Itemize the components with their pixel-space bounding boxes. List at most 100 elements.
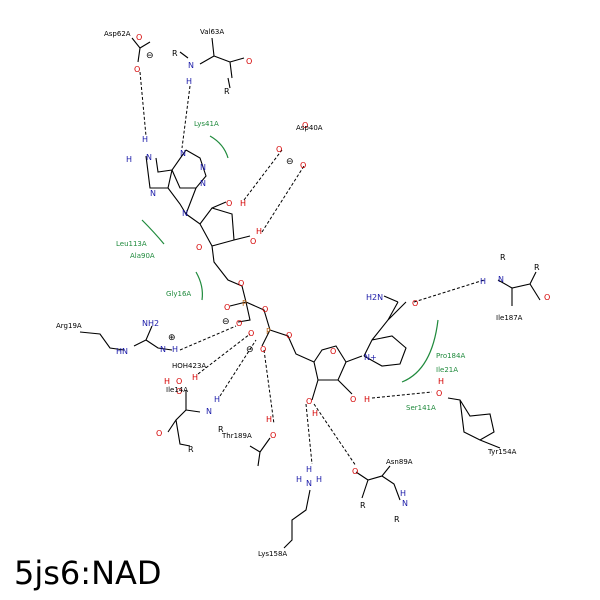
atom-o: O xyxy=(302,121,308,130)
atom-n: N xyxy=(188,61,194,70)
atom-n: N xyxy=(160,345,166,354)
hbond xyxy=(243,149,283,201)
hbond xyxy=(313,403,357,467)
bond xyxy=(355,465,401,501)
atom-h: H xyxy=(164,377,170,386)
atom-n: N xyxy=(206,407,212,416)
bond xyxy=(311,345,363,401)
residue-label-ala90: Ala90A xyxy=(130,252,155,260)
bond xyxy=(283,489,311,549)
atom-r: R xyxy=(224,87,230,96)
residue-label-hoh423: HOH423A xyxy=(172,362,206,370)
charge-minus: ⊖ xyxy=(222,317,230,327)
bond xyxy=(145,149,207,216)
bond xyxy=(131,37,151,63)
charge-minus: ⊖ xyxy=(146,51,154,61)
pro184-arc xyxy=(401,319,439,383)
atom-o: O xyxy=(262,305,268,314)
atom-h2n: H2N xyxy=(366,293,383,302)
atom-h: H xyxy=(186,77,192,86)
atom-o: O xyxy=(350,395,356,404)
atom-n: N xyxy=(182,209,188,218)
hbond xyxy=(305,403,313,465)
atom-o: O xyxy=(156,429,162,438)
residue-label-asn89: Asn89A xyxy=(386,458,413,466)
atom-h: H xyxy=(480,277,486,286)
bonds xyxy=(79,37,541,549)
residue-label-leu113: Leu113A xyxy=(116,240,147,248)
hbond xyxy=(181,85,191,149)
residue-label-tyr154: Tyr154A xyxy=(487,448,517,456)
atom-o: O xyxy=(246,57,252,66)
residue-labels: Asp62A Val63A Lys41A Asp40A Leu113A Ala9… xyxy=(56,28,523,558)
atom-o: O xyxy=(134,65,140,74)
residue-label-ser141: Ser141A xyxy=(406,404,436,412)
bond xyxy=(497,271,541,306)
atom-r: R xyxy=(394,515,400,524)
atom-h: H xyxy=(172,345,178,354)
atom-o: O xyxy=(226,199,232,208)
atom-n: N xyxy=(122,347,128,356)
atom-n: N xyxy=(306,479,312,488)
charge-minus: ⊖ xyxy=(246,345,254,355)
atom-o: O xyxy=(330,347,336,356)
hbond xyxy=(179,325,237,351)
atom-o: O xyxy=(544,293,550,302)
atom-o: O xyxy=(224,303,230,312)
residue-label-ile187: Ile187A xyxy=(496,314,523,322)
hbond xyxy=(413,279,485,303)
atom-o: O xyxy=(352,467,358,476)
atom-o: O xyxy=(276,145,282,154)
bond xyxy=(79,325,173,351)
atom-o: O xyxy=(176,377,182,386)
hbond xyxy=(219,339,257,397)
hbond xyxy=(263,349,275,425)
atom-o: O xyxy=(176,387,182,396)
atom-n: N xyxy=(150,189,156,198)
atom-h: H xyxy=(266,415,272,424)
atom-r: R xyxy=(172,49,178,58)
bond xyxy=(179,37,245,89)
atom-n: N xyxy=(200,179,206,188)
atom-o: O xyxy=(300,161,306,170)
hydrophobic-arcs xyxy=(141,135,439,383)
atom-n: N xyxy=(498,275,504,284)
atom-o: O xyxy=(270,431,276,440)
residue-label-thr189: Thr189A xyxy=(221,432,252,440)
bond xyxy=(363,295,407,367)
residue-label-val63: Val63A xyxy=(200,28,224,36)
atom-h: H xyxy=(214,395,220,404)
residue-label-lys41: Lys41A xyxy=(194,120,219,128)
atom-o: O xyxy=(136,33,142,42)
residue-label-ile21: Ile21A xyxy=(436,366,458,374)
atom-r: R xyxy=(534,263,540,272)
charge-plus: ⊕ xyxy=(168,333,176,343)
atom-o: O xyxy=(412,299,418,308)
atom-p: P xyxy=(266,327,271,336)
atom-r: R xyxy=(360,501,366,510)
bond xyxy=(167,390,201,447)
atom-n: N xyxy=(200,163,206,172)
hbond xyxy=(197,333,251,375)
hbond xyxy=(139,71,147,137)
lys41-arc xyxy=(209,135,229,159)
diagram-title: 5js6:NAD xyxy=(14,554,162,592)
hbond xyxy=(261,165,305,233)
atom-o: O xyxy=(248,329,254,338)
atom-h: H xyxy=(312,409,318,418)
residue-label-asp62: Asp62A xyxy=(104,30,131,38)
atom-o: O xyxy=(196,243,202,252)
atom-h: H xyxy=(364,395,370,404)
bond xyxy=(447,397,501,449)
residue-label-lys158: Lys158A xyxy=(258,550,287,558)
atom-h: H xyxy=(240,199,246,208)
bond xyxy=(229,285,315,363)
atom-n: N xyxy=(180,149,186,158)
atom-p: P xyxy=(242,299,247,308)
atom-nplus: N+ xyxy=(364,353,377,362)
atom-h: H xyxy=(126,155,132,164)
atom-h: H xyxy=(256,227,262,236)
atom-o: O xyxy=(436,389,442,398)
atom-n: N xyxy=(402,499,408,508)
